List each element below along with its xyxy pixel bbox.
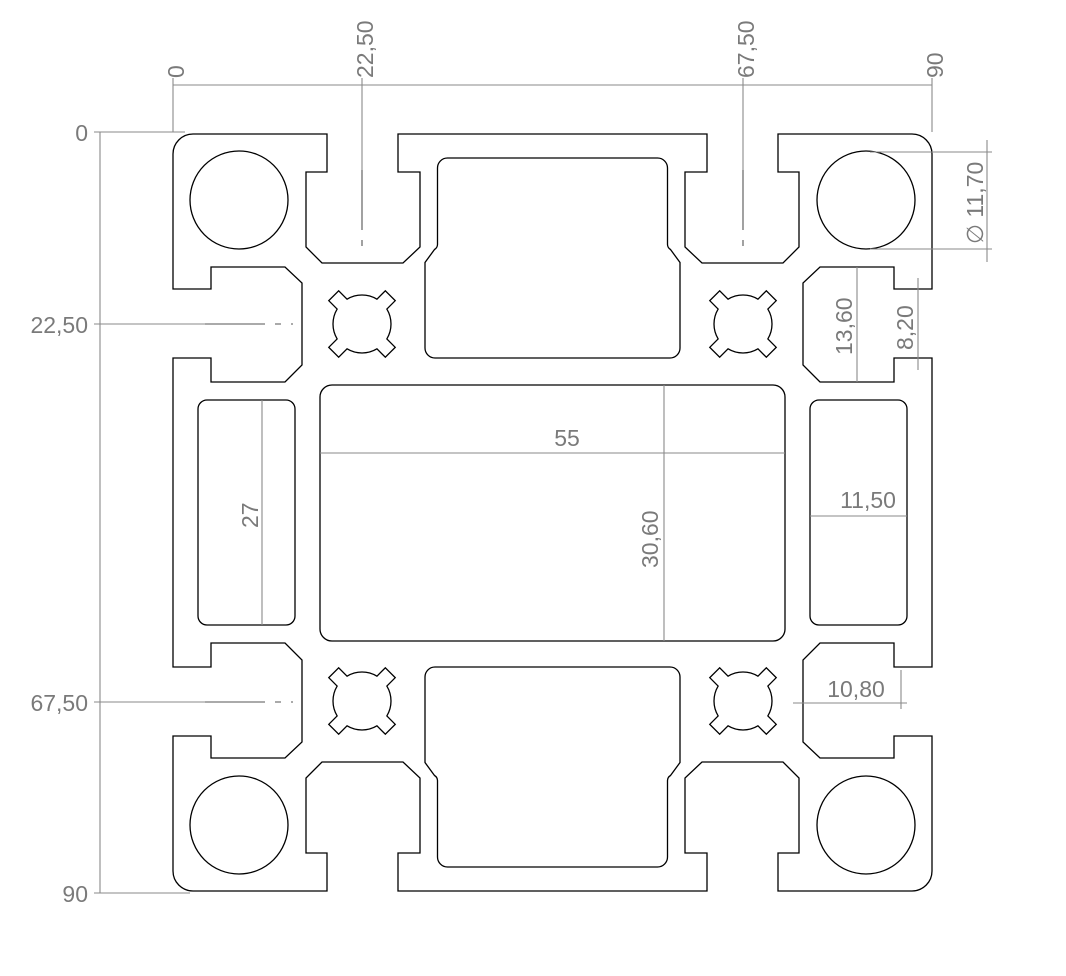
corner-bore-top-left (189, 150, 289, 250)
slot-height-label: 13,60 (831, 297, 857, 355)
top-ruler-label-22-50: 22,50 (352, 20, 378, 78)
dimension-center-width: 55 (320, 425, 785, 454)
dimension-slot-depth: 10,80 (793, 670, 907, 709)
corner-bore-top-right (816, 150, 916, 250)
diameter-label: ∅ 11,70 (962, 162, 988, 244)
bottom-cavity (424, 666, 681, 868)
dimension-center-height: 30,60 (637, 385, 665, 641)
dimension-slot-height: 13,60 (831, 267, 858, 382)
top-ruler-label-67-50: 67,50 (733, 20, 759, 78)
slot-opening-label: 8,20 (892, 305, 918, 350)
left-ruler-label-90: 90 (62, 881, 88, 907)
left-ruler: 0 22,50 67,50 90 (30, 120, 205, 907)
center-height-label: 30,60 (637, 510, 663, 568)
corner-bore-bottom-left (189, 775, 289, 875)
profile-outline-top-right (551, 133, 933, 514)
left-ruler-label-22-50: 22,50 (30, 312, 88, 338)
corner-bore-bottom-right (816, 775, 916, 875)
right-cavity (809, 399, 908, 626)
cross-hole-bottom-left (328, 667, 396, 735)
center-width-label: 55 (554, 425, 580, 451)
left-ruler-label-67-50: 67,50 (30, 690, 88, 716)
cross-hole-top-left (328, 290, 396, 358)
left-cavity (197, 399, 296, 626)
top-ruler: 0 22,50 67,50 90 (163, 20, 948, 170)
top-ruler-label-90: 90 (922, 52, 948, 78)
profile-outline-top-left (172, 133, 554, 514)
top-cavity (424, 157, 681, 359)
dimension-slot-opening: 8,20 (892, 278, 919, 370)
center-cavity (319, 384, 786, 642)
dimension-diameter: ∅ 11,70 (870, 140, 992, 262)
left-ruler-label-0: 0 (75, 120, 88, 146)
cross-hole-bottom-right (709, 667, 777, 735)
dimension-side-cavity-height: 27 (237, 400, 263, 625)
dimension-side-cavity-width: 11,50 (810, 487, 907, 517)
cross-hole-top-right (709, 290, 777, 358)
side-cavity-height-label: 27 (237, 502, 263, 528)
top-ruler-label-0: 0 (163, 65, 189, 78)
slot-depth-label: 10,80 (827, 676, 885, 702)
side-cavity-width-label: 11,50 (840, 487, 896, 513)
